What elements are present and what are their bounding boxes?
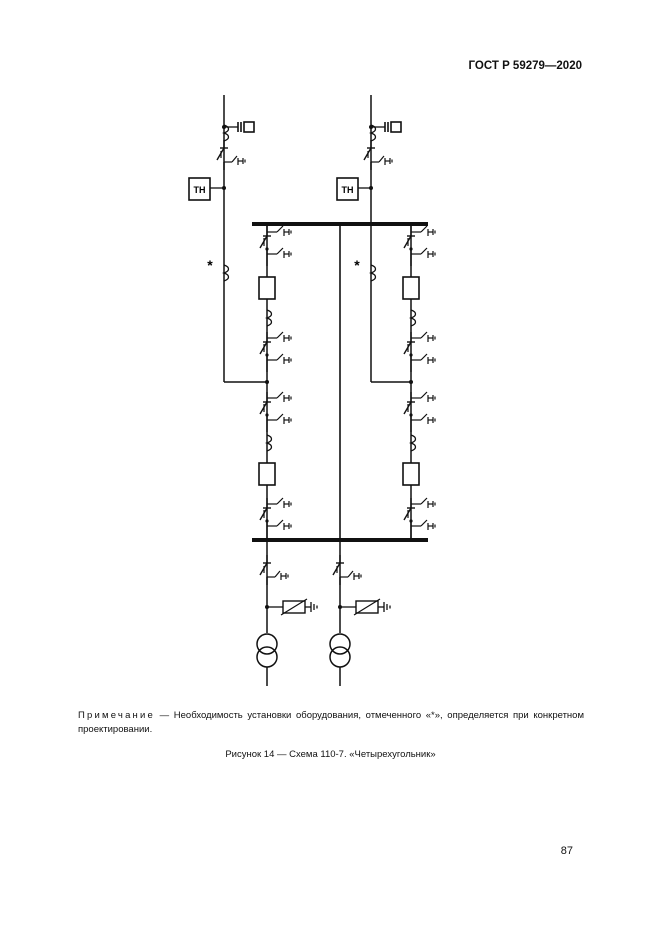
asterisk-right: * xyxy=(354,257,360,273)
vt-label-right: ТН xyxy=(342,185,354,195)
asterisk-left: * xyxy=(207,257,213,273)
transformer-feeder-left xyxy=(256,540,318,686)
document-code: ГОСТ Р 59279—2020 xyxy=(468,60,582,72)
voltage-transformer-right xyxy=(336,177,359,201)
line-entry-left xyxy=(210,95,267,383)
transformer-feeder-right xyxy=(329,540,391,686)
branch-right xyxy=(402,224,436,540)
figure-note: Примечание — Необходимость установки обо… xyxy=(78,709,584,737)
page-number: 87 xyxy=(560,845,573,857)
vt-label-left: ТН xyxy=(194,185,206,195)
branch-left xyxy=(258,224,292,540)
voltage-transformer-left xyxy=(188,177,211,201)
note-text: — Необходимость установки оборудования, … xyxy=(78,710,584,735)
note-lead: Примечание xyxy=(78,710,155,721)
single-line-diagram: ТН * ТН * xyxy=(188,95,436,686)
line-entry-right xyxy=(358,95,411,383)
figure-caption: Рисунок 14 — Схема 110-7. «Четырехугольн… xyxy=(225,749,436,760)
